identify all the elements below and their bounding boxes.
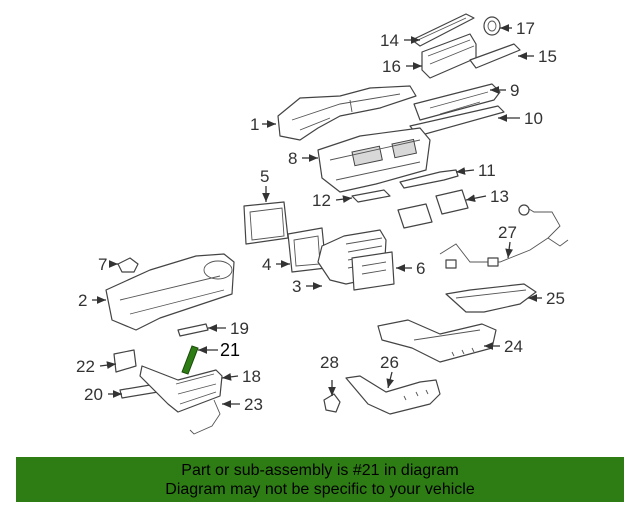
- callout-14: 14: [380, 31, 399, 50]
- callout-12: 12: [312, 191, 331, 210]
- callout-22: 22: [76, 357, 95, 376]
- part-1-shape: [277, 85, 417, 141]
- part-5-shape: [243, 201, 289, 245]
- leader-lines: [92, 24, 542, 408]
- callout-28: 28: [320, 353, 339, 372]
- part-18-shape: [139, 365, 223, 413]
- callout-17: 17: [516, 19, 535, 38]
- callout-25: 25: [546, 289, 565, 308]
- part-9-shape: [413, 83, 501, 121]
- part-15-shape: [469, 43, 521, 69]
- part-8-shape: [317, 127, 431, 193]
- part-27-shape: [439, 204, 569, 269]
- part-17-shape: [483, 16, 501, 36]
- callout-15: 15: [538, 47, 557, 66]
- callout-8: 8: [288, 149, 297, 168]
- info-banner: Part or sub-assembly is #21 in diagram D…: [16, 457, 624, 502]
- callout-10: 10: [524, 109, 543, 128]
- part-14-shape: [411, 13, 475, 47]
- banner-line-1: Part or sub-assembly is #21 in diagram: [181, 462, 459, 479]
- part-26-shape: [345, 375, 441, 415]
- part-24-shape: [377, 319, 497, 363]
- callout-18: 18: [242, 367, 261, 386]
- callout-4: 4: [262, 255, 271, 274]
- part-22-shape: [113, 349, 137, 373]
- part-13-shape: [397, 189, 469, 229]
- callout-1: 1: [250, 115, 259, 134]
- banner-line-2: Diagram may not be specific to your vehi…: [165, 481, 475, 498]
- part-21-shape: [181, 345, 199, 375]
- part-19-shape: [177, 323, 209, 337]
- part-7-shape: [117, 257, 139, 273]
- callout-21: 21: [220, 340, 240, 360]
- callout-2: 2: [78, 291, 87, 310]
- part-11-shape: [399, 169, 459, 189]
- callout-labels: 1 2 3 4 5 6 7 8 9 10 11 12 13 14 15 16 1…: [76, 19, 565, 414]
- callout-27: 27: [498, 223, 517, 242]
- callout-9: 9: [510, 81, 519, 100]
- callout-7: 7: [98, 255, 107, 274]
- callout-5: 5: [260, 167, 269, 186]
- part-12-shape: [351, 189, 391, 203]
- callout-3: 3: [292, 277, 301, 296]
- callout-11: 11: [478, 161, 496, 180]
- part-25-shape: [445, 283, 537, 313]
- callout-20: 20: [84, 385, 103, 404]
- callout-24: 24: [504, 337, 523, 356]
- part-6-shape: [351, 251, 395, 291]
- part-2-shape: [105, 253, 235, 331]
- callout-13: 13: [490, 187, 509, 206]
- callout-26: 26: [380, 353, 399, 372]
- callout-23: 23: [244, 395, 263, 414]
- part-23-shape: [189, 399, 221, 435]
- callout-6: 6: [416, 259, 425, 278]
- part-28-shape: [323, 393, 341, 413]
- callout-16: 16: [382, 57, 401, 76]
- callout-19: 19: [230, 319, 249, 338]
